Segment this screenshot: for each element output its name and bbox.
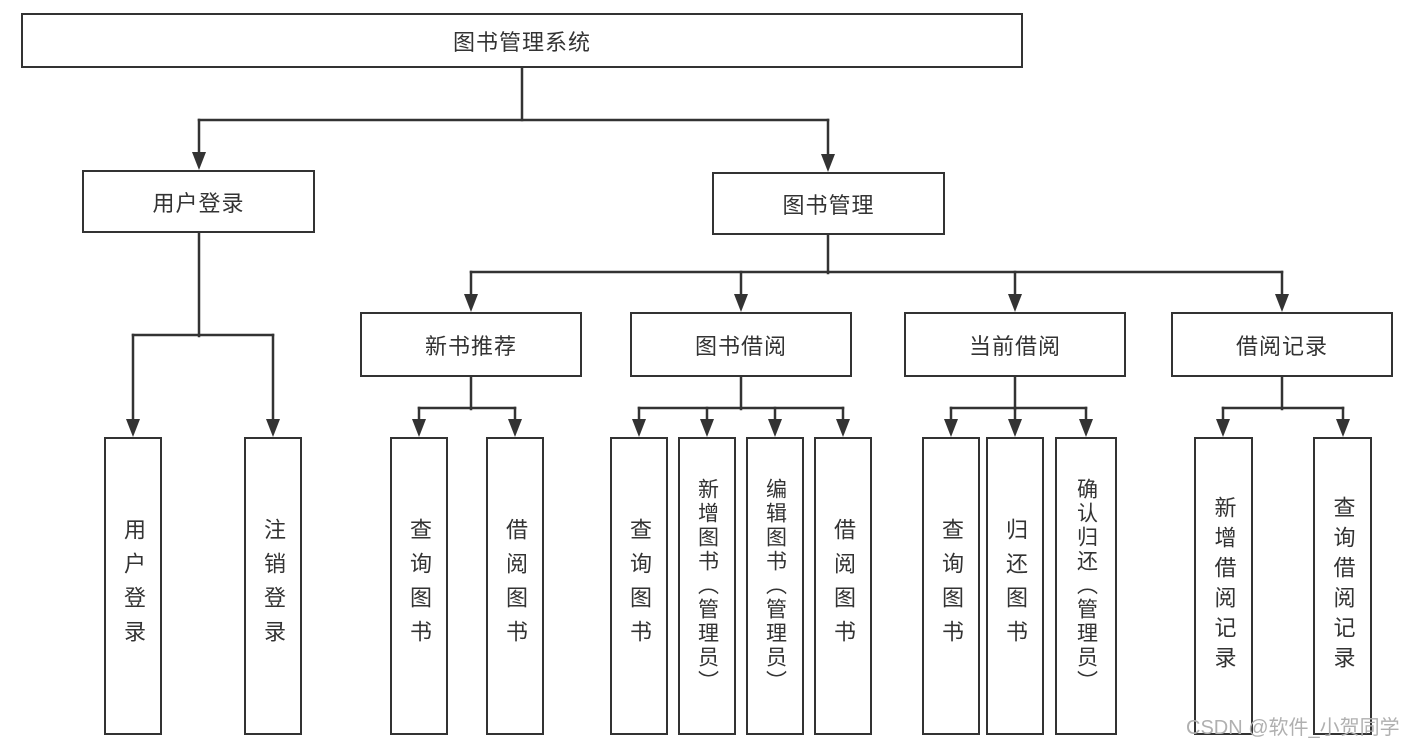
arrowhead-leaf-query1 [412,419,426,437]
leaf-query-books-3-label: 查询图书 [939,518,964,654]
node-new-book-recommend: 新书推荐 [360,312,582,377]
node-new-book-recommend-label: 新书推荐 [424,333,517,359]
node-root: 图书管理系统 [21,13,1023,68]
node-book-borrow: 图书借阅 [630,312,852,377]
leaf-borrow-books-2-label: 借阅图书 [831,518,856,654]
arrowhead-new-book [464,294,478,312]
arrowhead-book-management [821,154,835,172]
leaf-edit-book-admin-label: 编辑图书（管理员） [763,478,787,694]
arrowhead-borrow-records [1275,294,1289,312]
node-user-login: 用户登录 [82,170,315,233]
leaf-add-book-admin: 新增图书（管理员） [678,437,736,735]
arrowhead-user-login [192,152,206,170]
arrowhead-leaf-user-login [126,419,140,437]
arrowhead-leaf-edit-book [768,419,782,437]
leaf-query-borrow-record: 查询借阅记录 [1313,437,1372,735]
arrowhead-leaf-borrow1 [508,419,522,437]
arrowhead-leaf-logout [266,419,280,437]
node-book-management-label: 图书管理 [782,192,875,218]
leaf-query-borrow-record-label: 查询借阅记录 [1330,496,1356,676]
node-borrow-records-label: 借阅记录 [1235,333,1328,359]
leaf-return-book-label: 归还图书 [1003,518,1028,654]
node-book-management: 图书管理 [712,172,945,235]
leaf-borrow-books-1-label: 借阅图书 [503,518,528,654]
leaf-query-books-1: 查询图书 [390,437,448,735]
node-current-borrow-label: 当前借阅 [968,333,1061,359]
leaf-user-login-label: 用户登录 [121,518,146,654]
arrowhead-book-borrow [734,294,748,312]
leaf-return-book: 归还图书 [986,437,1044,735]
leaf-query-books-2-label: 查询图书 [627,518,652,654]
leaf-logout: 注销登录 [244,437,302,735]
arrowhead-leaf-add-book [700,419,714,437]
node-book-borrow-label: 图书借阅 [694,333,787,359]
leaf-add-borrow-record: 新增借阅记录 [1194,437,1253,735]
node-current-borrow: 当前借阅 [904,312,1126,377]
node-root-label: 图书管理系统 [452,29,591,55]
leaf-logout-label: 注销登录 [261,518,286,654]
arrowhead-leaf-return [1008,419,1022,437]
node-user-login-label: 用户登录 [152,190,245,216]
arrowhead-leaf-query2 [632,419,646,437]
leaf-add-borrow-record-label: 新增借阅记录 [1211,496,1237,676]
arrowhead-leaf-query3 [944,419,958,437]
leaf-query-books-3: 查询图书 [922,437,980,735]
leaf-edit-book-admin: 编辑图书（管理员） [746,437,804,735]
node-borrow-records: 借阅记录 [1171,312,1393,377]
leaf-user-login: 用户登录 [104,437,162,735]
arrowhead-leaf-add-record [1216,419,1230,437]
leaf-query-books-2: 查询图书 [610,437,668,735]
leaf-borrow-books-1: 借阅图书 [486,437,544,735]
arrowhead-leaf-borrow2 [836,419,850,437]
leaf-confirm-return-admin-label: 确认归还（管理员） [1074,478,1098,694]
arrowhead-current-borrow [1008,294,1022,312]
leaf-add-book-admin-label: 新增图书（管理员） [695,478,719,694]
leaf-query-books-1-label: 查询图书 [407,518,432,654]
arrowhead-leaf-confirm-return [1079,419,1093,437]
leaf-borrow-books-2: 借阅图书 [814,437,872,735]
leaf-confirm-return-admin: 确认归还（管理员） [1055,437,1117,735]
arrowhead-leaf-query-record [1336,419,1350,437]
